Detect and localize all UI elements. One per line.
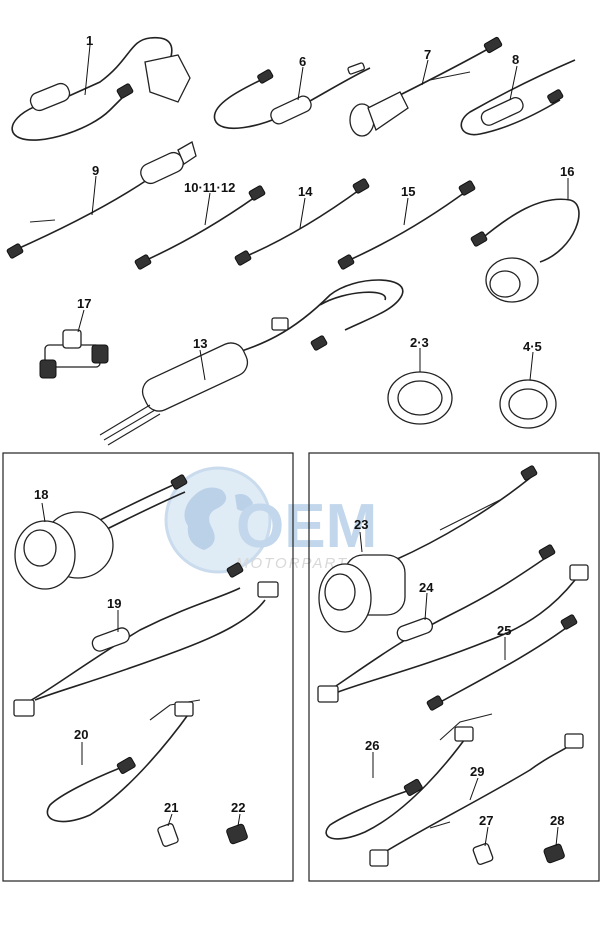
- label-part-15: 15: [401, 184, 415, 199]
- part-13-harness: [99, 279, 404, 446]
- globe-continents: [184, 487, 253, 550]
- label-part-8: 8: [512, 52, 519, 67]
- label-part-18: 18: [34, 487, 48, 502]
- label-part-16: 16: [560, 164, 574, 179]
- label-part-17: 17: [77, 296, 91, 311]
- part-23-transducer: [318, 465, 538, 633]
- part-22-terminator: [226, 813, 248, 845]
- part-17-t-connector: [39, 309, 109, 379]
- part-28-terminator: [543, 826, 565, 864]
- part-27-terminator: [472, 826, 494, 865]
- part-6-cable: [213, 62, 371, 130]
- globe-icon: [164, 466, 272, 574]
- label-part-28: 28: [550, 813, 564, 828]
- watermark: OEM MOTORPARTS: [164, 466, 377, 574]
- watermark-logo: OEM: [236, 492, 377, 561]
- label-part-7: 7: [424, 47, 431, 62]
- part-10-11-12-cable: [134, 185, 266, 270]
- part-21-terminator: [157, 813, 179, 847]
- part-14-cable: [234, 178, 370, 266]
- label-part-27: 27: [479, 813, 493, 828]
- label-part-19: 19: [107, 596, 121, 611]
- part-26-cable: [325, 713, 493, 840]
- label-part-14: 14: [298, 184, 313, 199]
- part-1-cable: [11, 36, 191, 141]
- watermark-subtext: MOTORPARTS: [236, 555, 360, 572]
- part-4-5-housing: [499, 351, 557, 429]
- group-box-right: [308, 452, 600, 882]
- label-part-22: 22: [231, 800, 245, 815]
- label-part-13: 13: [193, 336, 207, 351]
- label-part-1: 1: [86, 33, 93, 48]
- label-part-26: 26: [365, 738, 379, 753]
- part-25-cable: [426, 614, 578, 711]
- part-20-cable: [46, 699, 201, 823]
- label-part-24: 24: [419, 580, 434, 595]
- label-part-23: 23: [354, 517, 368, 532]
- label-part-20: 20: [74, 727, 88, 742]
- label-part-2-3: 2·3: [410, 335, 429, 350]
- label-part-6: 6: [299, 54, 306, 69]
- part-24-harness: [317, 544, 589, 703]
- label-part-25: 25: [497, 623, 511, 638]
- label-part-10-11-12: 10·11·12: [184, 180, 235, 195]
- label-part-9: 9: [92, 163, 99, 178]
- part-19-harness: [13, 562, 279, 717]
- part-2-3-housing: [387, 348, 453, 425]
- label-part-4-5: 4·5: [523, 339, 542, 354]
- part-15-cable: [337, 180, 476, 270]
- part-18-transducer: [14, 474, 188, 590]
- part-16-transducer: [470, 178, 580, 303]
- part-7-cable: [349, 36, 503, 137]
- part-8-cable: [460, 59, 576, 136]
- label-part-21: 21: [164, 800, 178, 815]
- part-9-cable: [6, 141, 197, 259]
- label-part-29: 29: [470, 764, 484, 779]
- group-box-left: [2, 452, 294, 882]
- part-29-cable: [369, 733, 584, 867]
